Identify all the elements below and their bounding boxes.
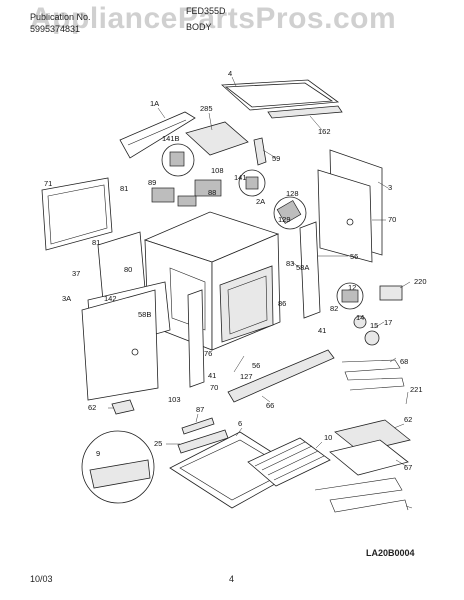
fan-part-15 [364, 330, 380, 346]
callout-62: 62 [88, 403, 96, 412]
callout-68: 68 [400, 357, 408, 366]
callout-89: 89 [148, 178, 156, 187]
callout-127: 127 [240, 372, 253, 381]
right-side-panel [317, 149, 383, 263]
terminal-block [379, 285, 403, 301]
callout-88: 88 [208, 188, 216, 197]
callout-17: 17 [384, 318, 392, 327]
bake-element [314, 477, 409, 513]
vent-duct [253, 137, 267, 166]
left-side-panel [41, 177, 113, 251]
model-number: FED355D [186, 6, 226, 16]
callout-56: 56 [252, 361, 260, 370]
callout-3: 3 [388, 183, 392, 192]
vent-strip [227, 349, 335, 403]
callout-103: 103 [168, 395, 181, 404]
callout-58B: 58B [138, 310, 151, 319]
callout-9: 9 [96, 449, 100, 458]
callout-56: 56 [350, 252, 358, 261]
top-panel [221, 79, 340, 111]
callout-1A: 1A [150, 99, 159, 108]
section-title: BODY [186, 22, 212, 32]
front-lower-panel [81, 289, 159, 401]
rear-rail [267, 105, 343, 119]
bracket-221 [111, 399, 135, 415]
callout-15: 15 [370, 321, 378, 330]
callout-66: 66 [266, 401, 274, 410]
callout-220: 220 [414, 277, 427, 286]
callout-62: 62 [404, 415, 412, 424]
callout-70: 70 [210, 383, 218, 392]
callout-128: 128 [286, 189, 299, 198]
callout-81: 81 [92, 238, 100, 247]
broil-element [341, 359, 405, 391]
callout-141: 141 [234, 173, 247, 182]
control-components [151, 179, 222, 207]
callout-70: 70 [388, 215, 396, 224]
callout-6: 6 [238, 419, 242, 428]
callout-141B: 141B [162, 134, 180, 143]
callout-37: 37 [72, 269, 80, 278]
callout-87: 87 [196, 405, 204, 414]
callout-80: 80 [124, 265, 132, 274]
callout-41: 41 [318, 326, 326, 335]
oven-rack [247, 437, 331, 487]
callout-2A: 2A [256, 197, 265, 206]
callout-14: 14 [356, 313, 364, 322]
publication-number: 5995374831 [30, 24, 81, 34]
callout-71: 71 [44, 179, 52, 188]
callout-86: 86 [278, 299, 286, 308]
insulation [185, 121, 249, 156]
footer-page: 4 [229, 574, 235, 584]
callout-58A: 58A [296, 263, 309, 272]
fan-part-14 [353, 315, 367, 329]
callout-76: 76 [204, 349, 212, 358]
callout-108: 108 [211, 166, 224, 175]
callout-82: 82 [330, 304, 338, 313]
door-side-trim [187, 289, 205, 388]
callout-129: 129 [278, 215, 291, 224]
callout-3A: 3A [62, 294, 71, 303]
callout-83: 83 [286, 259, 294, 268]
callout-25: 25 [154, 439, 162, 448]
footer-date: 10/03 [30, 574, 53, 584]
callout-162: 162 [318, 127, 331, 136]
callout-285: 285 [200, 104, 213, 113]
publication-label: Publication No. [30, 12, 91, 22]
watermark-text: AppliancePartsPros.com [30, 2, 397, 35]
callout-41: 41 [208, 371, 216, 380]
diagram-code: LA20B0004 [366, 548, 415, 558]
callout-10: 10 [324, 433, 332, 442]
callout-142: 142 [104, 294, 117, 303]
callout-81: 81 [120, 184, 128, 193]
callout-4: 4 [228, 69, 232, 78]
back-shield [119, 111, 196, 159]
callout-59: 59 [272, 154, 280, 163]
right-trim-56 [299, 221, 321, 319]
callout-221: 221 [410, 385, 423, 394]
callout-12: 12 [348, 283, 356, 292]
callout-67: 67 [404, 463, 412, 472]
broiler-pan [329, 419, 411, 476]
bracket-62 [181, 417, 215, 435]
